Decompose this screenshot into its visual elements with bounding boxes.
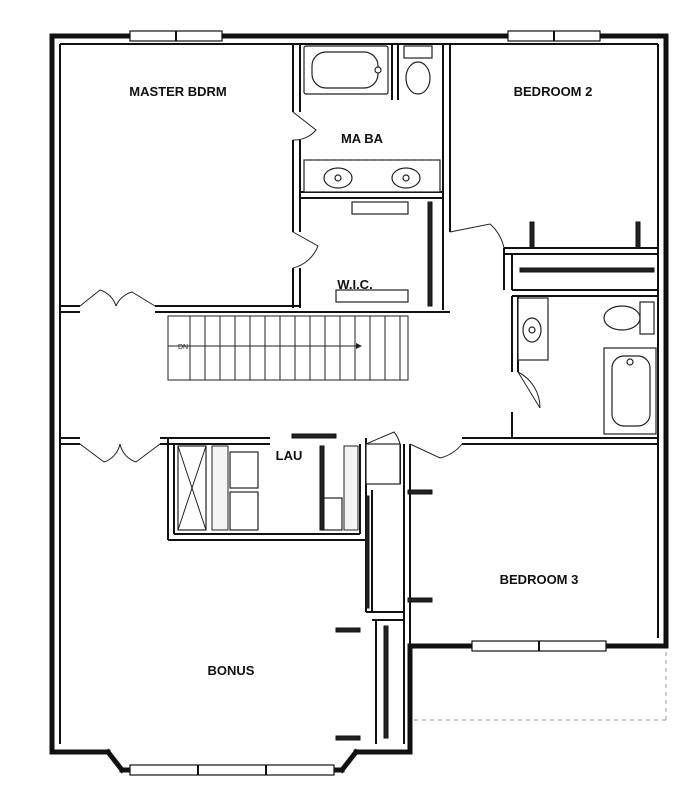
room-label-master-bedroom: MASTER BDRM xyxy=(129,84,227,99)
windows xyxy=(129,30,607,776)
room-label-walk-in-closet: W.I.C. xyxy=(337,277,372,292)
room-label-master-bath: MA BA xyxy=(341,131,384,146)
room-label-bedroom-2: BEDROOM 2 xyxy=(514,84,593,99)
laundry-fixtures xyxy=(177,445,359,531)
doors xyxy=(79,111,505,485)
room-label-bedroom-3: BEDROOM 3 xyxy=(500,572,579,587)
dashed-outline xyxy=(414,652,667,721)
hall-bath-fixtures xyxy=(517,297,657,435)
room-label-laundry: LAU xyxy=(276,448,303,463)
exterior-walls xyxy=(49,33,669,774)
stairs-direction-label: DN xyxy=(178,344,188,351)
master-bath-fixtures xyxy=(303,45,441,193)
staircase: DN xyxy=(167,315,409,381)
walk-in-closet-shelving xyxy=(335,201,433,307)
bedroom-2-closet xyxy=(519,221,655,273)
room-label-bonus: BONUS xyxy=(208,663,255,678)
room-labels: MASTER BDRM MA BA W.I.C. BEDROOM 2 LAU B… xyxy=(129,84,592,678)
interior-walls xyxy=(60,44,658,744)
